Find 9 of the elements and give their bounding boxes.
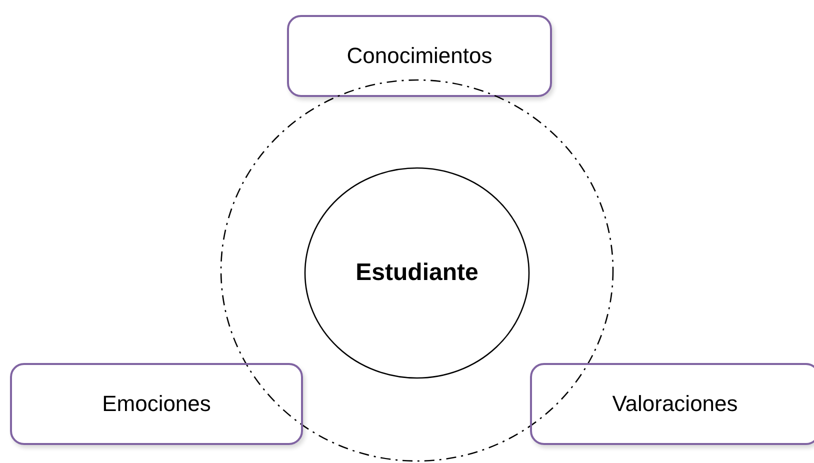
rounded-box (10, 363, 303, 445)
rounded-box (530, 363, 814, 445)
node-title: Estudiante (356, 259, 478, 287)
dash-dot-circle (220, 79, 614, 462)
node-label: Conocimientos (346, 43, 492, 69)
node-label: Emociones (102, 391, 211, 417)
node-label: Valoraciones (612, 391, 738, 417)
rounded-box (287, 15, 552, 97)
circle-node (304, 167, 530, 379)
